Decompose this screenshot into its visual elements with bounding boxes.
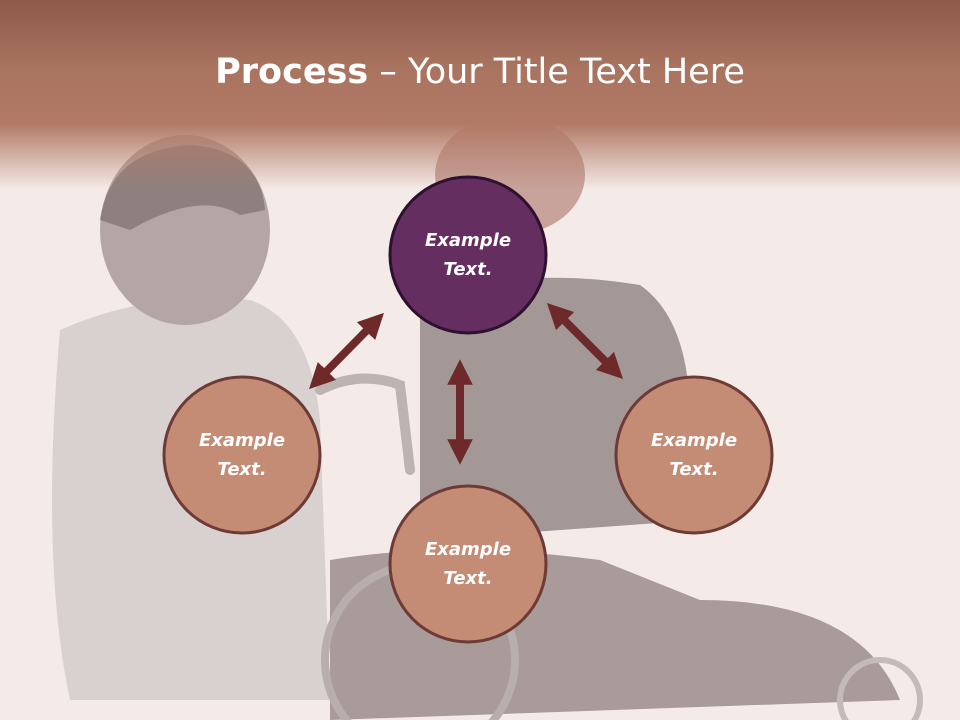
node-left-line1: Example [198,430,286,451]
header-band [0,0,960,190]
node-bottom-line1: Example [424,539,512,560]
arrow-top-right [546,302,624,380]
node-right-line2: Text. [669,459,719,480]
node-label-left: Example Text. [167,426,317,484]
node-bottom-line2: Text. [443,568,493,589]
node-left-line2: Text. [217,459,267,480]
node-circle-top [388,175,548,335]
node-top-line1: Example [424,230,512,251]
node-label-top: Example Text. [393,226,543,284]
title-bold-part: Process [215,52,369,92]
node-label-right: Example Text. [619,426,769,484]
title-rest-part: – Your Title Text Here [368,52,745,92]
slide-title: Process – Your Title Text Here [0,52,960,92]
arrow-top-left [309,312,384,390]
node-circle-bottom [388,484,548,644]
node-circle-left [162,375,322,535]
node-circle-right [614,375,774,535]
node-label-bottom: Example Text. [393,535,543,593]
node-top-line2: Text. [443,259,493,280]
node-right-line1: Example [650,430,738,451]
